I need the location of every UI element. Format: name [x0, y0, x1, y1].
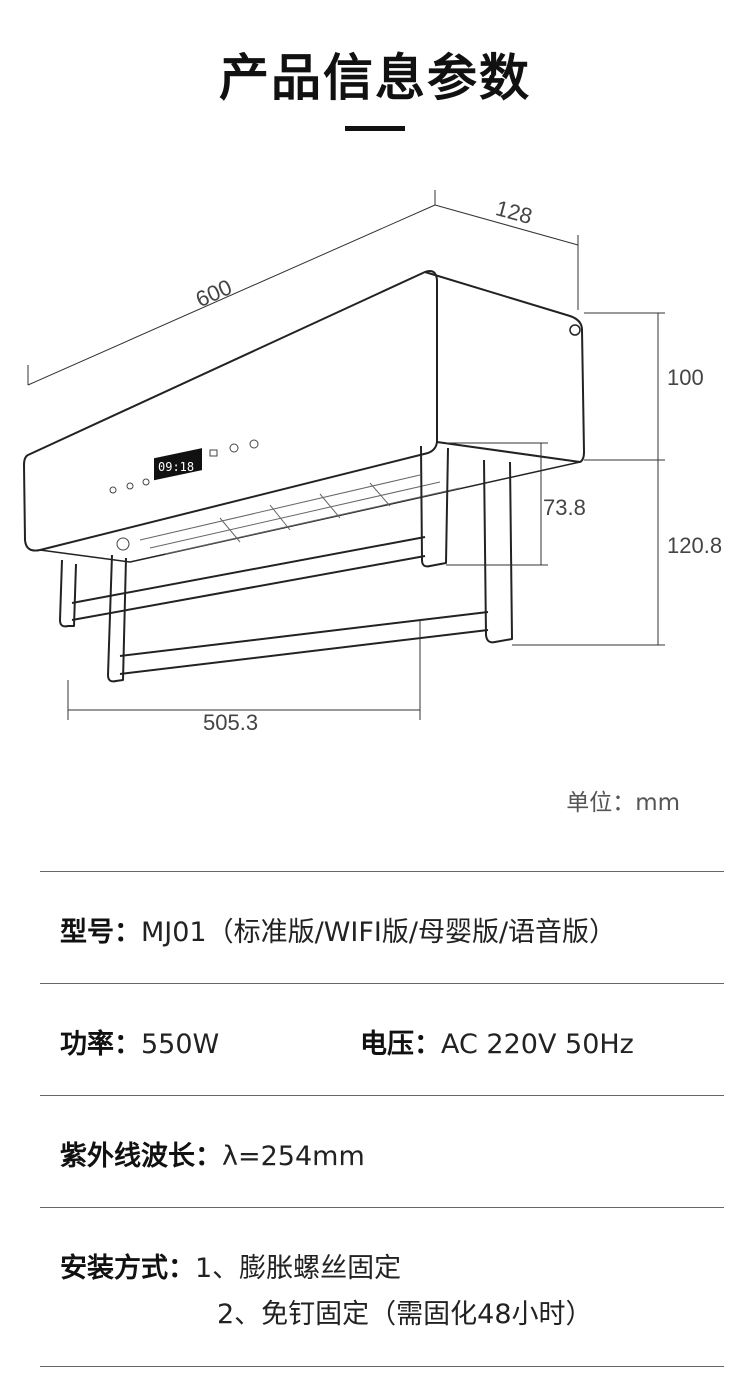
divider: [40, 871, 724, 872]
unit-bottom-face: [39, 461, 581, 563]
dim-rack-drop: 73.8: [543, 495, 586, 520]
uv-value: λ=254mm: [222, 1141, 365, 1172]
title-underline: [345, 126, 405, 131]
dim-total-drop: 120.8: [667, 533, 722, 558]
unit-front-face: [23, 270, 438, 552]
model-value: MJ01（标准版/WIFI版/母婴版/语音版）: [141, 917, 617, 948]
unit-right-face: [436, 280, 585, 463]
dim-depth: 128: [493, 195, 535, 229]
spec-install: 安装方式：1、膨胀螺丝固定: [60, 1246, 401, 1285]
panel-icon-4: [209, 449, 218, 457]
divider: [40, 983, 724, 984]
dim-length: 600: [192, 274, 236, 312]
dim-height: 100: [667, 365, 704, 390]
panel-icon-2: [126, 482, 134, 490]
power-icon: [249, 439, 259, 449]
voltage-label: 电压：: [360, 1029, 441, 1060]
install-method-1: 1、膨胀螺丝固定: [195, 1253, 402, 1284]
unit-top-face: [424, 271, 583, 331]
power-label: 功率：: [60, 1029, 141, 1060]
divider: [40, 1095, 724, 1096]
timer-icon: [229, 443, 239, 453]
power-value: 550W: [141, 1029, 220, 1060]
panel-icon-3: [142, 478, 150, 486]
install-label: 安装方式：: [60, 1253, 195, 1284]
dimension-lines: [27, 190, 665, 720]
towel-rack: [59, 445, 513, 683]
model-label: 型号：: [60, 917, 141, 948]
side-knob: [569, 324, 581, 336]
spec-voltage: 电压：AC 220V 50Hz: [360, 1022, 634, 1061]
page-title: 产品信息参数: [219, 49, 531, 107]
voltage-value: AC 220V 50Hz: [441, 1029, 634, 1060]
spec-model: 型号：MJ01（标准版/WIFI版/母婴版/语音版）: [60, 910, 616, 949]
fan-icon: [116, 537, 130, 551]
spec-uv-wavelength: 紫外线波长：λ=254mm: [60, 1134, 365, 1173]
spec-install-2: 2、免钉固定（需固化48小时）: [217, 1299, 593, 1330]
display-time: 09:18: [158, 460, 194, 474]
spec-power: 功率：550W: [60, 1022, 219, 1061]
control-panel: 09:18: [109, 439, 259, 551]
divider: [40, 1366, 724, 1367]
unit-label: 单位：mm: [566, 790, 680, 816]
bottom-vent: [139, 474, 461, 555]
dim-rack-width: 505.3: [203, 710, 258, 735]
product-dimension-diagram: 09:18 600 128: [23, 190, 722, 735]
divider: [40, 1207, 724, 1208]
panel-icon-1: [109, 486, 117, 494]
uv-label: 紫外线波长：: [60, 1141, 222, 1172]
